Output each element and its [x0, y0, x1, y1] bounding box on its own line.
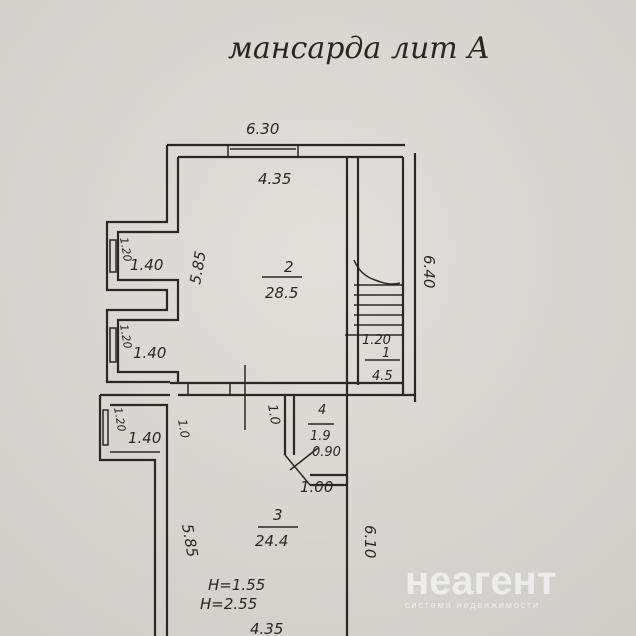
- room-4-number: 4: [318, 403, 326, 418]
- room-1-number: 1: [382, 346, 390, 361]
- dim-room3-right: 6.10: [361, 525, 379, 558]
- dim-bay2-depth: 1.20: [117, 323, 134, 349]
- dim-bay1-width: 1.40: [130, 256, 163, 274]
- dim-top-inner: 4.35: [258, 170, 291, 188]
- room-3-area: 24.4: [255, 532, 288, 550]
- room-2-number: 2: [284, 258, 294, 276]
- height-2: H=2.55: [200, 595, 257, 613]
- dim-bay3-width: 1.40: [128, 429, 161, 447]
- dim-bay3-depth: 1.20: [111, 406, 128, 432]
- walls: [98, 143, 417, 636]
- dim-room4-side: 1.0: [264, 403, 282, 426]
- dim-bay1-depth: 1.20: [117, 236, 134, 262]
- dim-right-outer: 6.40: [420, 255, 438, 288]
- height-1: H=1.55: [208, 576, 265, 594]
- dim-bay2-width: 1.40: [133, 344, 166, 362]
- dim-stair-width: 1.20: [362, 333, 391, 348]
- watermark-brand: неагент: [405, 559, 556, 603]
- dim-bay3-side: 1.0: [175, 418, 192, 440]
- dim-room3-left: 5.85: [178, 523, 202, 559]
- dimension-labels: 6.30 4.35 5.85 6.40 1.20 1.40 1.20 1.40 …: [111, 120, 438, 636]
- watermark: неагент система недвижимости: [405, 559, 556, 611]
- dim-top-outer: 6.30: [246, 120, 279, 138]
- dim-room4-bottom: 1.00: [300, 478, 333, 496]
- room-labels: 2 28.5 1 4.5 4 1.9 3 24.4 H=1.55 H=2.55: [200, 258, 393, 613]
- dim-room2-left: 5.85: [186, 250, 210, 286]
- plan-title: мансарда лит А: [228, 31, 490, 66]
- room-1-area: 4.5: [372, 369, 393, 384]
- room-4-area: 1.9: [310, 429, 331, 444]
- watermark-tagline: система недвижимости: [405, 600, 540, 611]
- room-2-area: 28.5: [265, 284, 298, 302]
- dim-room3-bottom: 4.35: [250, 620, 283, 636]
- room-3-number: 3: [273, 506, 283, 524]
- dim-room4-door: 0.90: [312, 445, 341, 460]
